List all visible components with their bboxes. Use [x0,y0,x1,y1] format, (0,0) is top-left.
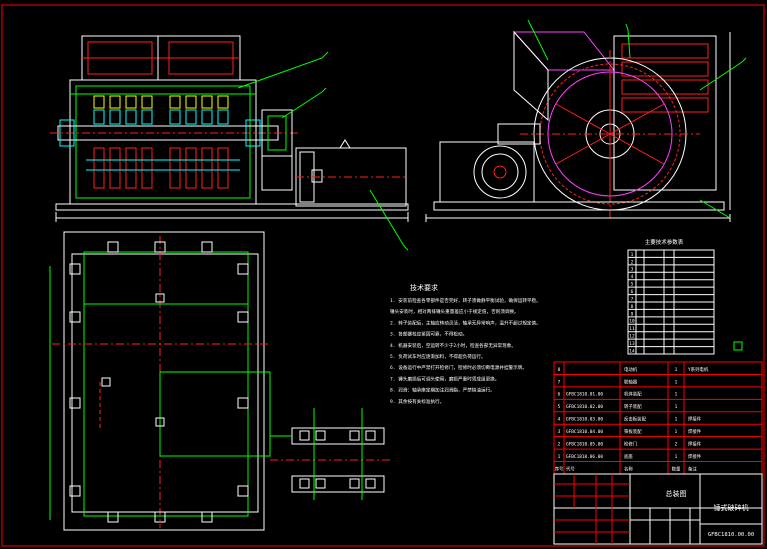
param-row-number: 1 [631,252,634,258]
bom-cell-no: 1 [558,454,561,460]
param-row-number: 4 [631,274,634,280]
param-row-number: 14 [629,348,635,354]
side-view [425,19,747,222]
bom-cell-remark: 焊接件 [688,416,702,423]
bom-cell-qty: 1 [675,367,678,373]
bom-cell-no: 2 [558,442,561,448]
bom-cell-code: GFBC1810.01.00 [566,392,603,398]
param-row-number: 6 [631,289,634,295]
bom-cell-code: GFBC1810.02.00 [566,404,603,410]
param-row-number: 10 [629,319,635,325]
drawing-frame [1,4,765,547]
bom-cell-remark: 焊接件 [688,441,702,448]
bom-cell-code: 代号 [566,465,575,472]
bom-cell-no: 5 [558,404,561,410]
bom-cell-no: 序号 [555,465,564,472]
bom-cell-name: 名称 [624,465,633,472]
bom-cell-name: 联轴器 [624,378,638,385]
param-row-number: 8 [631,304,634,310]
bom-cell-name: 机体装配 [624,391,642,398]
front-view [50,35,409,251]
note-line: 8. 润滑：轴承座定期加注润滑脂，严禁缺油运行。 [390,387,495,394]
note-line: 3. 各部螺栓应紧固可靠，不得松动。 [390,331,467,338]
bom-cell-remark: 备注 [688,465,697,472]
bom-cell-name: 电动机 [624,366,638,373]
param-row-number: 5 [631,282,634,288]
title-block: 总装图 锤式破碎机 GFBC1810.00.00 [553,473,763,545]
bom-cell-code: GFBC1810.06.00 [566,454,603,460]
bom-cell-qty: 1 [675,417,678,423]
note-line: 2. 转子装配后，主轴应转动灵活，轴承无异常响声，温升不超过规定值。 [390,319,541,326]
bom-cell-no: 6 [558,392,561,398]
drawing-code: GFBC1810.00.00 [708,532,754,538]
note-line: 5. 负荷试车时应逐渐加料，不得超负荷运行。 [390,353,486,360]
note-line: 4. 机器安装后，空运转不少于2小时，检查各部无异常现象。 [390,342,516,349]
notes-title: 技术要求 [410,283,438,292]
foundation-plan [49,231,390,531]
bom-cell-no: 8 [558,367,561,373]
param-row-number: 13 [629,341,635,347]
bom-cell-no: 4 [558,417,561,423]
bom-cell-no: 7 [558,379,561,385]
bom-cell-name: 反击板装配 [624,416,647,423]
drawing-title: 总装图 [666,489,687,498]
technical-notes: 技术要求 1. 安装前检查各零部件是否完好，转子须做静平衡试验，确保运转平稳。 … [390,283,541,405]
bom-cell-qty: 2 [675,442,678,448]
note-line: 1. 安装前检查各零部件是否完好，转子须做静平衡试验，确保运转平稳。 [390,297,541,304]
bom-cell-qty: 1 [675,454,678,460]
machine-name: 锤式破碎机 [714,503,749,512]
bom-cell-qty: 1 [675,404,678,410]
note-line: 锤头安装时，相对两排锤头重量差应小于规定值，否则须调换。 [390,308,519,315]
note-line: 6. 设备运行中严禁打开检修门，检修时必须切断电源并挂警示牌。 [390,364,527,371]
bom-cell-remark: 焊接件 [688,453,702,460]
bom-cell-qty: 1 [675,429,678,435]
param-row-number: 3 [631,267,634,273]
bom-cell-name: 转子装配 [624,403,642,410]
bom-cell-name: 底座 [624,453,633,460]
bom-cell-no: 3 [558,429,561,435]
bom-cell-qty: 1 [675,379,678,385]
bom-cell-code: GFBC1810.03.00 [566,417,603,423]
param-table-title: 主要技术参数表 [645,238,684,246]
bom-cell-remark: 焊接件 [688,428,702,435]
bom-cell-name: 检修门 [624,441,637,448]
param-row-number: 2 [631,259,634,265]
param-row-number: 7 [631,296,634,302]
bom-cell-qty: 1 [675,392,678,398]
bom-cell-remark: Y系列电机 [688,366,709,373]
bom-cell-code: GFBC1810.05.00 [566,442,603,448]
note-line: 7. 锤头磨损后可调头使用，磨损严重时须成组更换。 [390,375,499,382]
bom-cell-qty: 数量 [672,465,681,472]
bom-cell-name: 筛板装配 [624,428,642,435]
bom-cell-code: GFBC1810.04.00 [566,429,603,435]
param-row-number: 9 [631,311,634,317]
note-line: 9. 其余按有关标准执行。 [390,398,444,405]
param-row-number: 11 [629,326,635,332]
param-row-number: 12 [629,334,635,340]
